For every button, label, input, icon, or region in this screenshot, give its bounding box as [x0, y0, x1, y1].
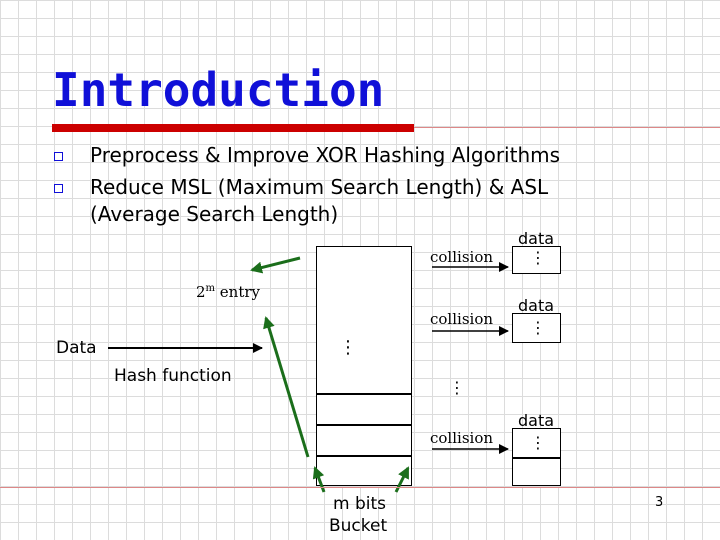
bullet-marker-2 — [54, 184, 63, 193]
chain-ellipsis-1: ⋮ — [530, 248, 546, 267]
entry-count-label: 2m entry — [196, 283, 261, 301]
chain-data-label-2: data — [518, 296, 555, 315]
hash-table-row — [316, 425, 412, 456]
hash-function-label: Hash function — [114, 366, 232, 386]
chain-gap-ellipsis: ⋮ — [449, 378, 465, 397]
bucket-arrow-right — [394, 466, 410, 493]
chain-data-label-1: data — [518, 229, 555, 248]
collision-label-1: collision — [430, 248, 494, 266]
entry-arrow — [250, 256, 301, 274]
chain-box-3 — [512, 428, 561, 458]
chain-ellipsis-2: ⋮ — [530, 318, 546, 337]
bullet-text-2: Reduce MSL (Maximum Search Length) & ASL — [90, 175, 549, 199]
chain-box-2 — [512, 313, 561, 343]
bullet-text-2-cont: (Average Search Length) — [90, 202, 339, 226]
hash-table-ellipsis: ⋮ — [339, 337, 357, 358]
chain-box-3-cont — [512, 458, 561, 486]
collision-label-3: collision — [430, 429, 494, 447]
data-input-label: Data — [56, 338, 97, 358]
chain-data-label-3: data — [518, 411, 555, 430]
footer-rule — [0, 487, 720, 488]
collision-label-2: collision — [430, 310, 494, 328]
bucket-label: Bucket — [329, 516, 388, 536]
bullet-marker-1 — [54, 152, 63, 161]
page-title: Introduction — [52, 63, 385, 117]
page-number: 3 — [655, 495, 664, 510]
bucket-size-label: m bits — [333, 494, 387, 514]
table-height-arrow — [263, 316, 310, 458]
hash-table-upper — [316, 246, 412, 394]
chain-ellipsis-3: ⋮ — [530, 433, 546, 452]
bucket-arrow-left — [312, 466, 326, 493]
title-rule-accent — [52, 124, 414, 132]
chain-box-1 — [512, 246, 561, 274]
bullet-text-1: Preprocess & Improve XOR Hashing Algorit… — [90, 143, 561, 167]
hash-table-row — [316, 456, 412, 486]
hash-table-row — [316, 394, 412, 425]
